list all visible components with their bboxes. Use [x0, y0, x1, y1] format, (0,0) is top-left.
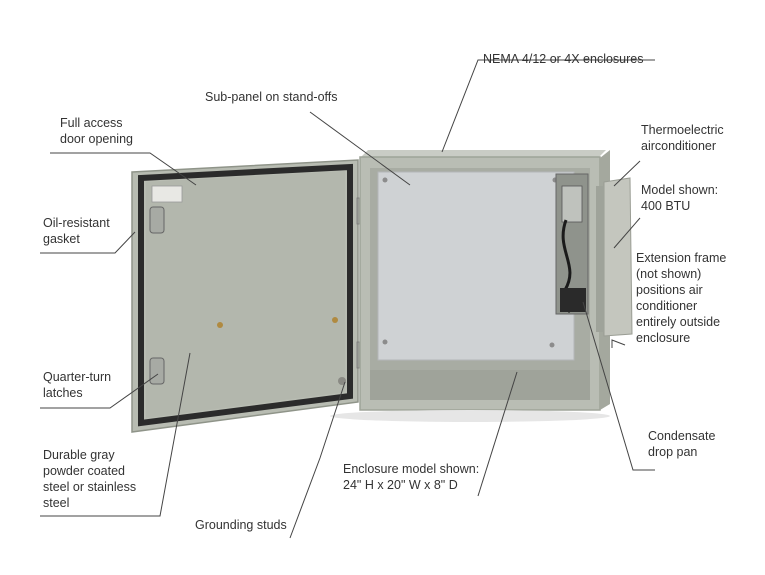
leader-extension — [611, 339, 626, 348]
condensate-drop-pan — [560, 288, 586, 312]
leader-oil — [40, 231, 136, 254]
label-oil-resistant-gasket: Oil-resistant gasket — [43, 216, 110, 246]
leader-model — [613, 217, 641, 249]
leader-condensate — [582, 301, 655, 471]
sub-panel — [377, 171, 575, 361]
floor-shadow — [330, 410, 610, 422]
label-durable-gray: Durable gray powder coated steel or stai… — [43, 448, 137, 510]
label-sub-panel: Sub-panel on stand-offs — [205, 90, 338, 104]
standoff-4 — [549, 342, 555, 348]
standoff-3 — [382, 339, 388, 345]
grounding-stud-2 — [332, 317, 338, 323]
label-enclosure-model: Enclosure model shown: 24" H x 20" W x 8… — [343, 462, 480, 492]
label-full-access-door: Full access door opening — [60, 116, 133, 146]
standoff-1 — [382, 177, 388, 183]
latch-bottom — [149, 357, 165, 385]
leader-thermo — [613, 160, 641, 187]
label-quarter-turn-latches: Quarter-turn latches — [43, 370, 112, 400]
label-extension-frame: Extension frame (not shown) positions ai… — [636, 251, 727, 345]
label-condensate: Condensate drop pan — [648, 429, 716, 459]
leader-quarter — [40, 373, 159, 409]
label-grounding-studs: Grounding studs — [195, 518, 287, 532]
ac-external-frame — [603, 177, 633, 337]
leader-sub-panel — [309, 111, 411, 186]
label-nema: NEMA 4/12 or 4X enclosures — [483, 52, 644, 66]
grounding-stud-1 — [217, 322, 223, 328]
leader-grounding — [289, 381, 346, 539]
ac-external-strip — [596, 186, 604, 332]
enclosure-top-face — [360, 150, 606, 158]
door-inner-surface — [146, 171, 345, 418]
ac-fan — [561, 185, 583, 223]
leader-enclosure-model — [477, 371, 518, 497]
grounding-stud-3 — [338, 377, 346, 385]
leader-full-access — [50, 152, 197, 186]
leader-nema — [441, 59, 655, 153]
door-gasket — [138, 163, 353, 427]
label-model-shown: Model shown: 400 BTU — [641, 183, 719, 213]
label-thermoelectric: Thermoelectric airconditioner — [641, 123, 724, 153]
leader-durable — [40, 352, 191, 517]
door-warning-label — [151, 185, 183, 203]
latch-top — [149, 206, 165, 234]
enclosure-inner-floor — [370, 370, 590, 400]
